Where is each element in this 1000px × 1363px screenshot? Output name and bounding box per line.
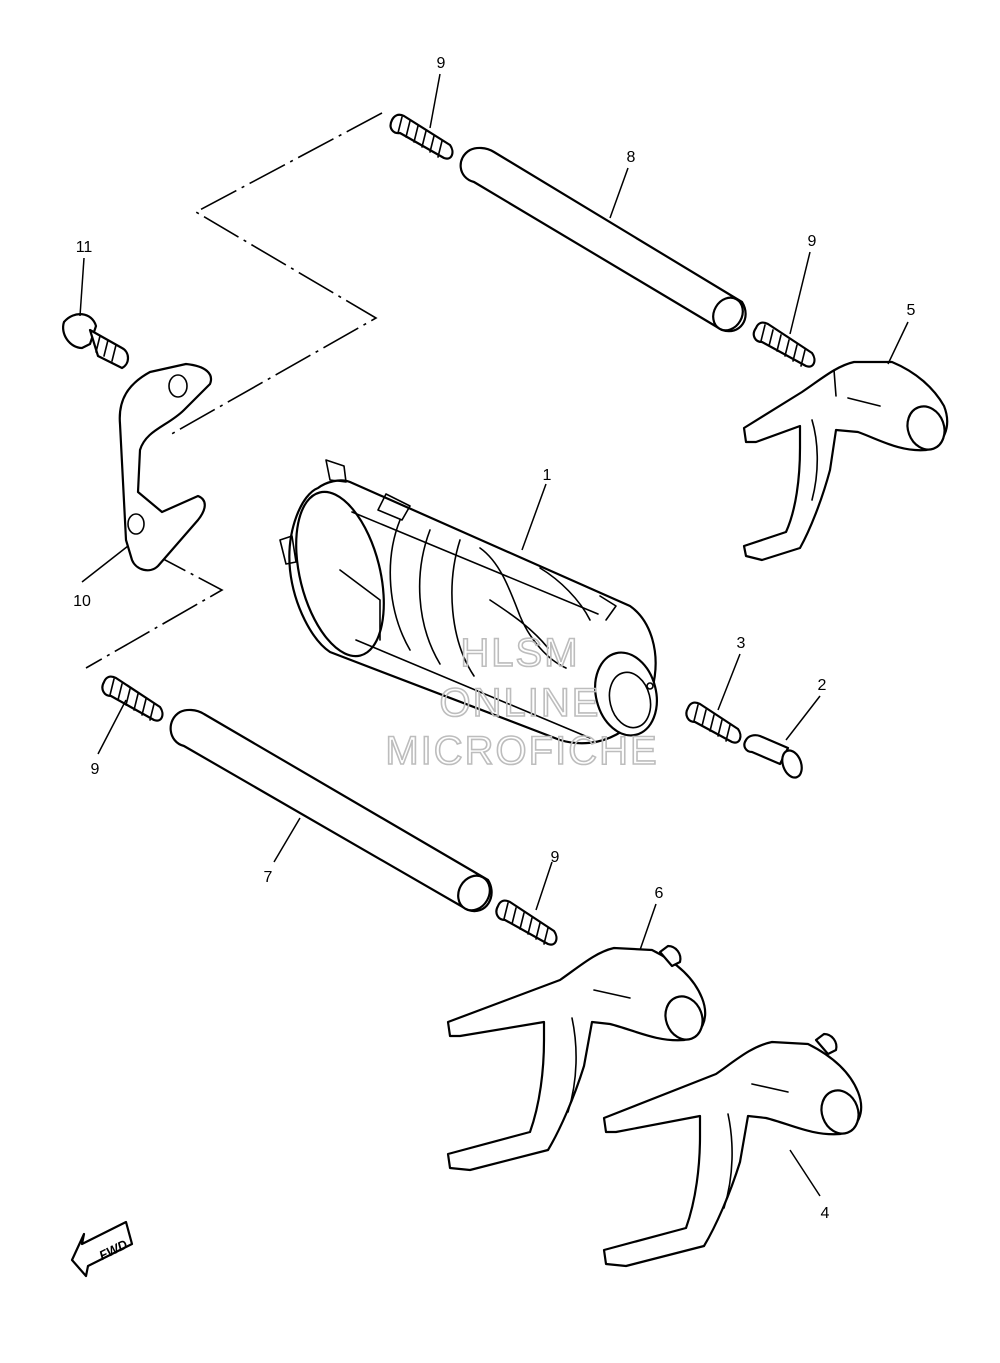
callout-9-bottom: 9 xyxy=(551,849,560,866)
stopper-plate-10 xyxy=(118,362,213,572)
shift-fork-6 xyxy=(446,944,707,1172)
watermark-line-3: MICROFICHE xyxy=(385,729,658,773)
callout-8: 8 xyxy=(627,149,636,166)
shift-fork-5 xyxy=(742,360,949,562)
shift-drum-1 xyxy=(279,459,658,745)
callout-11: 11 xyxy=(76,239,93,256)
watermark-line-2: ONLINE xyxy=(440,681,601,725)
spring-9-bottom xyxy=(495,899,558,946)
pin-2 xyxy=(743,734,803,779)
shaft-8 xyxy=(459,146,747,333)
callout-4: 4 xyxy=(821,1205,830,1222)
callout-9-top: 9 xyxy=(437,55,446,72)
callout-7: 7 xyxy=(264,869,273,886)
spring-3 xyxy=(685,701,742,744)
spring-9-left xyxy=(101,675,164,722)
callout-numbers: 1 2 3 4 5 6 7 8 9 9 9 9 10 11 xyxy=(73,55,915,1222)
shaft-7 xyxy=(169,708,493,913)
watermark: HLSM ONLINE MICROFICHE xyxy=(385,630,658,774)
callout-9-right: 9 xyxy=(808,233,817,250)
watermark-line-1: HLSM xyxy=(460,631,579,675)
fwd-direction-badge: FWD xyxy=(70,1220,134,1278)
shift-fork-4 xyxy=(602,1032,863,1268)
spring-9-right xyxy=(752,321,816,368)
callout-3: 3 xyxy=(737,635,746,652)
leader-lines xyxy=(79,73,909,1197)
assembly-lines xyxy=(85,112,383,669)
spring-9-top xyxy=(389,113,454,160)
callout-6: 6 xyxy=(655,885,664,902)
bolt-11 xyxy=(62,313,130,370)
fwd-arrow-icon xyxy=(70,1220,134,1278)
callout-9-left: 9 xyxy=(91,761,100,778)
callout-10: 10 xyxy=(73,593,91,610)
callout-2: 2 xyxy=(818,677,827,694)
callout-1: 1 xyxy=(543,467,552,484)
callout-5: 5 xyxy=(907,302,916,319)
